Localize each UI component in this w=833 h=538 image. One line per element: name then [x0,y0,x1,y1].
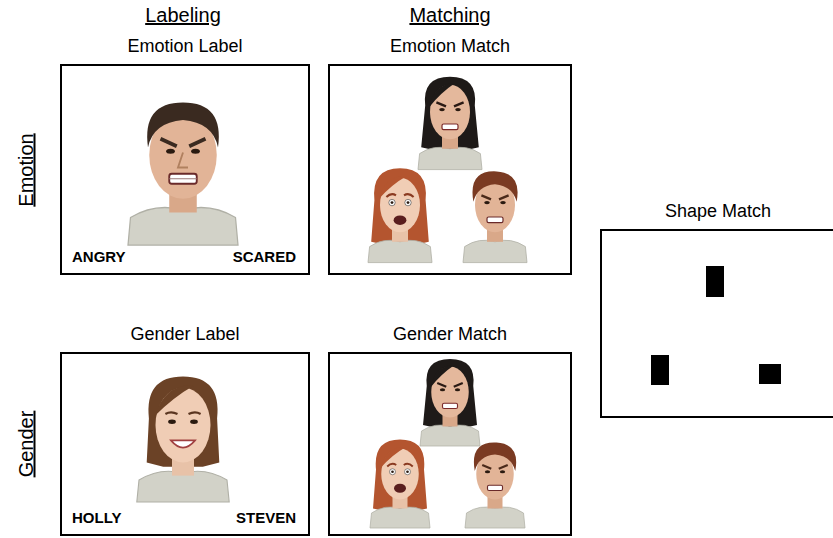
shape-rect [706,266,724,297]
fringe [154,385,194,416]
scared-woman-face [368,168,432,262]
teeth [169,178,197,179]
hair [421,77,479,151]
brows [482,465,508,469]
eye [485,470,490,473]
shirt [370,507,430,528]
mouth [394,215,407,225]
eye [166,149,175,154]
panel-title: Emotion Match [310,36,590,57]
hair [472,171,517,201]
mouth [488,485,503,490]
fringe [381,447,407,468]
eye [390,469,396,475]
hair [373,440,427,512]
pupil [406,470,409,473]
axis-heading: Gender [15,411,38,478]
scared-woman-face [370,440,430,529]
mouth [443,403,458,408]
angry-man-face [128,103,238,246]
shape-rect [651,355,669,385]
pupil [391,470,394,473]
eye [500,201,506,204]
panel-box: Emotion Match [328,64,572,275]
eye [500,470,505,473]
hair [147,103,219,148]
eye [191,149,200,154]
shirt [128,208,238,246]
angry-man-face [463,171,527,262]
panel-box: Gender LabelHOLLYSTEVEN [60,352,310,536]
angry-woman-face [418,77,482,170]
brows [481,195,508,199]
choice-label: SCARED [233,248,296,265]
shirt [368,240,432,262]
hair [423,359,477,428]
panel-box: Gender Match [328,352,572,536]
eye [405,469,411,475]
brows [436,102,463,106]
choice-label: ANGRY [72,248,126,265]
brows [387,464,413,467]
eye [439,108,445,111]
pupil [391,201,394,204]
brows [165,412,200,414]
mouth [394,484,406,493]
panel-title: Shape Match [582,201,833,222]
shirt [463,240,527,262]
pupil [407,201,410,204]
smile [171,440,195,447]
smiling-woman-face [137,377,229,502]
axis-heading: Matching [409,4,490,27]
hair [371,168,429,245]
eye [440,388,445,391]
eye [455,388,460,391]
shirt [465,507,525,528]
mouth [442,124,458,130]
eye [168,420,176,424]
mouth [169,174,197,184]
choice-label: HOLLY [72,509,121,526]
panel-title: Gender Match [310,324,590,345]
axis-heading: Emotion [15,133,38,206]
angry-man-face [465,442,525,528]
choice-label: STEVEN [236,509,296,526]
nose [178,153,188,168]
shirt [420,425,480,446]
hair [474,442,516,471]
eye [484,201,490,204]
mouth [487,217,503,223]
panel-title: Gender Label [42,324,328,345]
shirt [137,471,229,502]
brows [437,383,463,387]
shape-rect [759,364,781,384]
brows [386,194,413,197]
eye [405,199,411,205]
eye [389,199,395,205]
fringe [379,176,406,199]
shirt [418,147,482,169]
panel-box: Shape Match [600,229,833,418]
axis-heading: Labeling [145,4,221,27]
eye [190,420,198,424]
panel-box: Emotion LabelANGRYSCARED [60,64,310,275]
panel-title: Emotion Label [42,36,328,57]
hair [147,377,220,467]
angry-woman-face [420,359,480,446]
eye [455,108,461,111]
brows [161,139,206,147]
